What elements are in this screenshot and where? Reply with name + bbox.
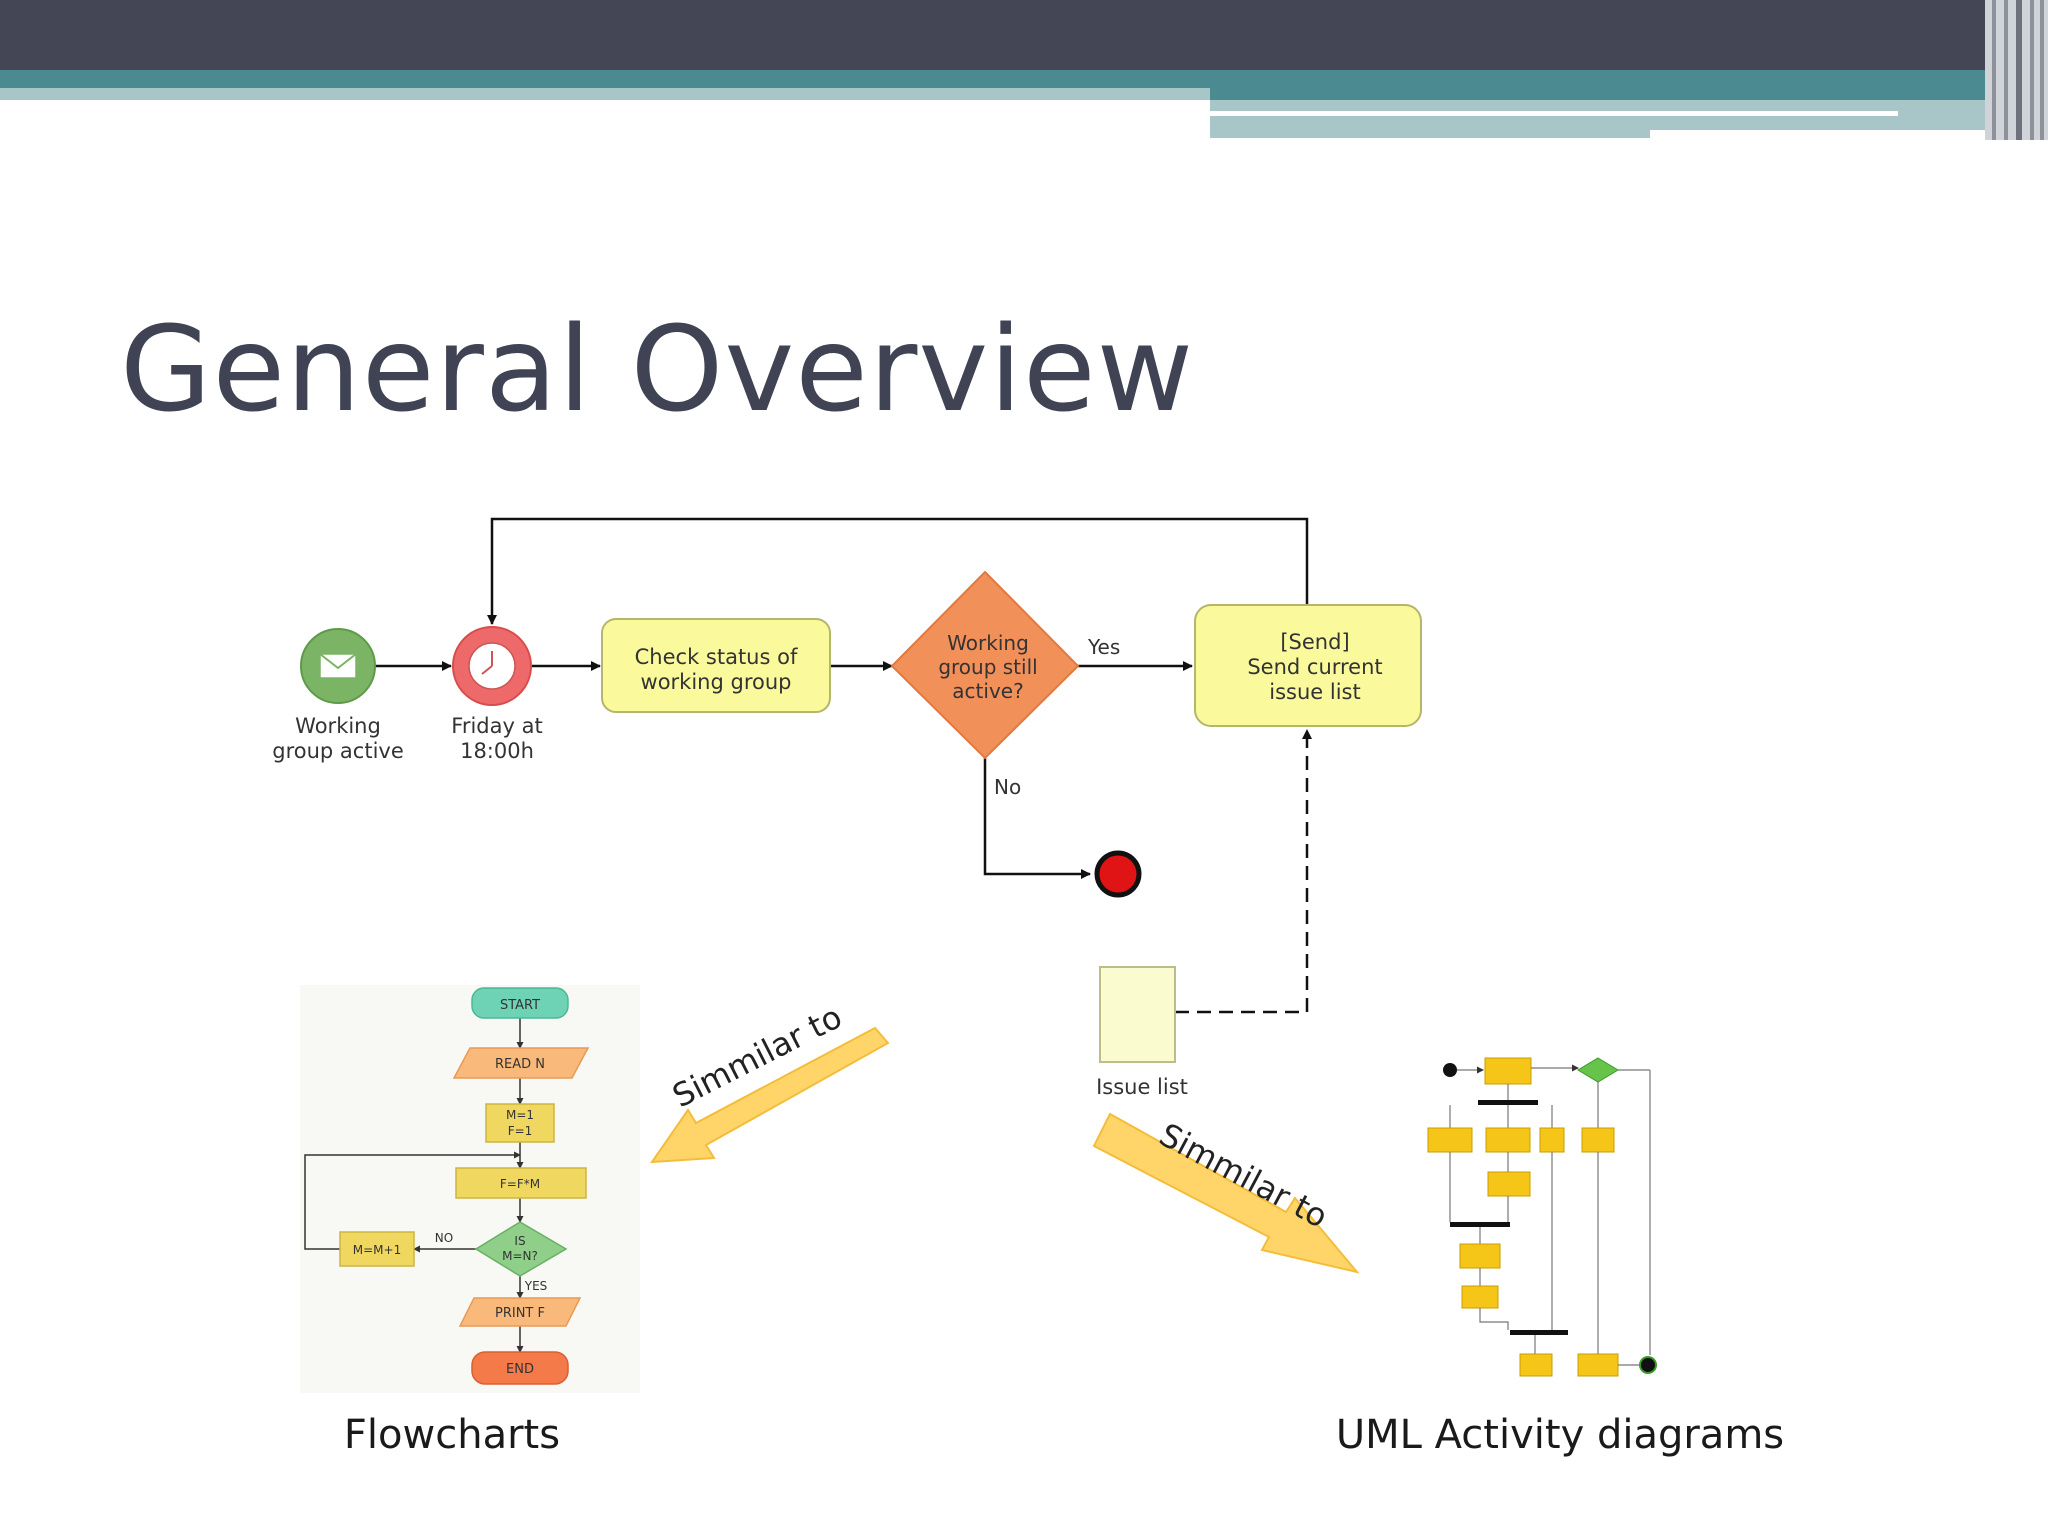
association-issue-list [1175, 729, 1312, 1014]
task-send-label-1: [Send] [1280, 630, 1349, 654]
start-event-label-2: group active [272, 739, 404, 763]
gateway-label-2: group still [938, 655, 1037, 679]
no-label: No [994, 775, 1021, 799]
fc-start: START [500, 998, 540, 1013]
flow-loop-back [487, 517, 1309, 625]
data-object-issue-list: Issue list [1096, 966, 1188, 1099]
flow-gateway-end [983, 756, 1091, 879]
fc-calc: F=F*M [500, 1177, 540, 1191]
similar-arrow-right: Simmilar to [1092, 1112, 1360, 1274]
fc-print-shape [458, 1297, 582, 1327]
task-check-label-1: Check status of [635, 645, 798, 669]
process-diagram: Working group active Friday at 18:00h Ch… [272, 517, 1422, 1099]
end-event [1094, 850, 1142, 898]
fc-incr: M=M+1 [353, 1243, 401, 1257]
task-check-status: Check status of working group [601, 618, 831, 713]
fc-print: PRINT F [495, 1306, 545, 1321]
gateway-decision: Working group still active? [890, 570, 1080, 760]
fc-read: READ N [495, 1057, 545, 1072]
fc-end-shape [471, 1351, 569, 1385]
fc-yes: YES [524, 1279, 548, 1293]
header-band [0, 0, 2048, 140]
fc-decision-2: M=N? [502, 1249, 538, 1263]
timer-label-1: Friday at [451, 714, 542, 738]
data-object-label: Issue list [1096, 1075, 1188, 1099]
slide-title: General Overview [120, 300, 1195, 438]
fc-no: NO [435, 1231, 453, 1245]
fc-decision-shape [474, 1221, 568, 1277]
fc-init-1: M=1 [506, 1108, 534, 1122]
timer-label-2: 18:00h [460, 739, 534, 763]
uml-activity-thumbnail [1427, 1057, 1657, 1377]
fc-end: END [506, 1362, 534, 1377]
similar-arrow-left: Simmilar to [650, 998, 890, 1164]
fc-init-shape [485, 1103, 555, 1143]
fc-decision-1: IS [514, 1234, 525, 1248]
task-send-label-2: Send current [1247, 655, 1382, 679]
gateway-label-1: Working [947, 631, 1029, 655]
gateway-label-3: active? [952, 679, 1023, 703]
flowchart-caption: Flowcharts [344, 1412, 560, 1458]
fc-calc-shape [455, 1167, 587, 1199]
task-check-label-2: working group [641, 670, 792, 694]
fc-read-shape [452, 1047, 590, 1079]
start-event [300, 628, 376, 704]
fc-incr-shape [339, 1231, 415, 1267]
yes-label: Yes [1087, 635, 1120, 659]
task-send-label-3: issue list [1269, 680, 1360, 704]
fc-init-2: F=1 [508, 1124, 533, 1138]
timer-event [452, 626, 532, 706]
fc-start-shape [471, 987, 569, 1019]
uml-caption: UML Activity diagrams [1336, 1412, 1784, 1458]
flowchart-thumbnail: START READ N M=1 F=1 F=F*M IS M=N? NO YE… [300, 985, 640, 1393]
task-send-issue-list: [Send] Send current issue list [1194, 604, 1422, 727]
start-event-label-1: Working [295, 714, 381, 738]
